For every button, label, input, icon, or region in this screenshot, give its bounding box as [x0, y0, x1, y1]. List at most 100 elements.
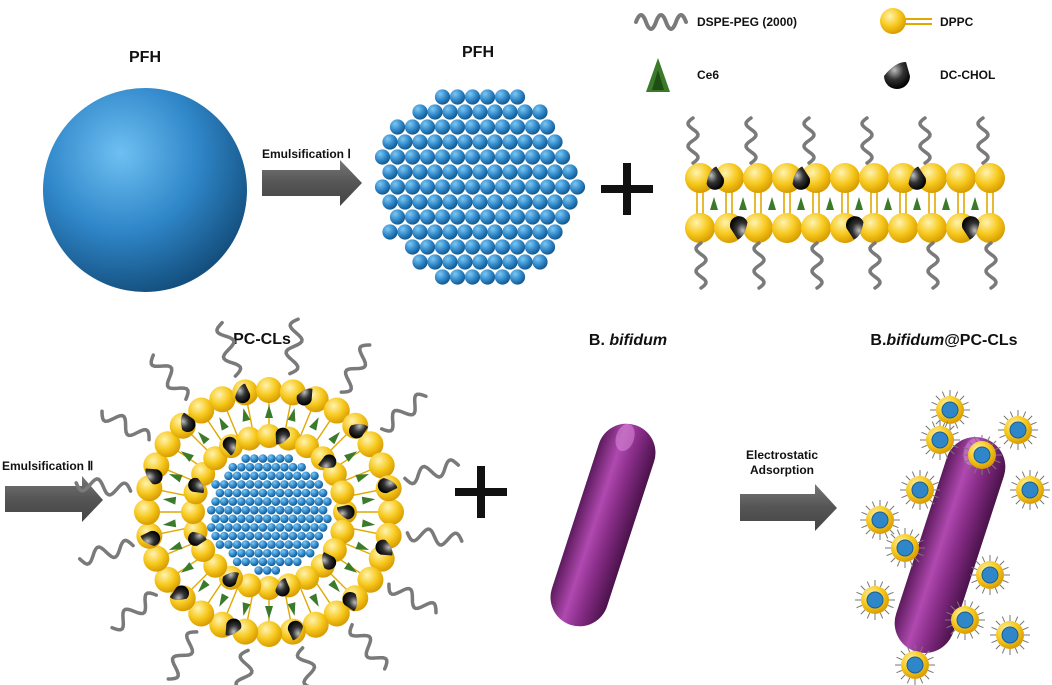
ce6-icon [646, 58, 670, 92]
lipid-head [975, 213, 1005, 243]
pfh-nanodroplet [297, 497, 306, 506]
pfh-nanodroplet [419, 119, 436, 135]
dc-chol-molecule [908, 166, 926, 190]
pfh-nanodroplet [228, 480, 238, 489]
dc-chol-molecule [342, 591, 358, 612]
pfh-nanodroplet [539, 179, 556, 195]
pfh-nanodroplet [297, 548, 306, 558]
peg-chain [810, 241, 824, 290]
lipid-head [743, 213, 773, 243]
peg-chain [284, 317, 304, 376]
dc-chol-molecule [222, 436, 237, 456]
pfh-nanodroplet [509, 239, 526, 255]
pfh-nanodroplet [284, 523, 294, 532]
lipid-head [772, 213, 802, 243]
pfh-nanodroplet [318, 505, 328, 515]
lipid-head [256, 621, 282, 647]
pfh-nanodroplet [479, 239, 496, 255]
pfh-nanodroplet [412, 164, 428, 180]
pfh-nanodroplet [207, 523, 216, 532]
pfh-nanodroplet [237, 462, 246, 472]
electrostatic-label: Electrostatic [746, 448, 818, 462]
pfh-nanodroplet [271, 566, 281, 575]
pfh-nanodroplet [258, 471, 268, 481]
lipid-head [368, 452, 395, 479]
pfh-nanodroplet [547, 164, 563, 180]
pfh-droplet [43, 88, 247, 292]
pfh-nanodroplet [532, 194, 548, 210]
pfh-nanodroplet [297, 514, 306, 524]
pfh-nanodroplet [554, 149, 571, 165]
pfh-nanodroplet [219, 531, 229, 541]
pfh-nanodroplet [517, 254, 533, 270]
pfh-nanodroplet [228, 462, 238, 472]
pfh-nanodroplet [284, 471, 294, 481]
dc-chol-molecule [377, 478, 398, 494]
ce6-molecule [265, 405, 273, 418]
pfh-nanodroplet [250, 471, 259, 481]
pfh-nanodroplet [517, 224, 533, 240]
pfh-nanodroplet [479, 149, 496, 165]
ce6-molecule [309, 593, 319, 607]
pfh-nanodroplet [280, 548, 289, 558]
ce6-molecule [219, 593, 229, 607]
pfh-nanodroplet [275, 488, 285, 498]
b-bifidum-prefix: B. [589, 332, 609, 349]
pfh-nanodroplet [250, 488, 259, 498]
pfh-nanodroplet [284, 557, 294, 567]
pfh-nanodroplet [228, 514, 238, 524]
peg-chain [918, 116, 932, 165]
ce6-molecule [361, 519, 376, 528]
lipid-head [237, 573, 262, 598]
mini-liposome [930, 390, 970, 430]
pfh-nanodroplet [532, 104, 548, 120]
pfh-nanodroplet [419, 209, 436, 225]
pfh-nanodroplet [271, 514, 281, 524]
pfh-nanodroplet-cluster [374, 89, 586, 285]
pfh-nanodroplet [224, 523, 233, 532]
pfh-nanodroplet [464, 179, 481, 195]
pfh-nanodroplet [427, 194, 443, 210]
pfh-nanodroplet [211, 497, 220, 506]
lipid-head [188, 600, 215, 627]
pfh-nanodroplet [275, 505, 285, 515]
pfh-nanodroplet [224, 471, 233, 481]
pfh-nanodroplet [487, 164, 503, 180]
pc-cls-liposome [74, 317, 464, 685]
pfh-nanodroplet [310, 523, 319, 532]
peg-chain [215, 320, 243, 378]
pfh-nanodroplet [449, 89, 466, 105]
ce6-molecule [162, 496, 177, 505]
pfh-nanodroplet [219, 497, 229, 506]
pfh-nanodroplet [267, 540, 276, 549]
pfh-nanodroplet [250, 523, 259, 532]
pfh-nanodroplet [434, 89, 451, 105]
ce6-molecule [855, 197, 863, 210]
pfh-nanodroplet [280, 497, 289, 506]
pfh-nanodroplet [509, 119, 526, 135]
pfh-nanodroplet [301, 523, 311, 532]
pfh-nanodroplet [228, 531, 238, 541]
ce6-molecule [884, 197, 892, 210]
pfh-nanodroplet [219, 514, 229, 524]
pfh-nanodroplet [215, 523, 225, 532]
pfh-nanodroplet [245, 548, 255, 558]
pfh-nanodroplet [547, 224, 563, 240]
pfh-nanodroplet [284, 505, 294, 515]
pfh-nanodroplet [293, 488, 302, 498]
dc-chol-molecule [275, 578, 290, 597]
pfh-nanodroplet [479, 179, 496, 195]
lipid-head [946, 163, 976, 193]
dc-chol-molecule [180, 412, 196, 433]
pfh-nanodroplet [297, 480, 306, 489]
pfh-nanodroplet [207, 505, 216, 515]
pfh-nanodroplet [397, 194, 413, 210]
pfh-nanodroplet [412, 254, 428, 270]
pfh-nanodroplet [412, 104, 428, 120]
pfh-nanodroplet [389, 149, 406, 165]
pfh-nanodroplet [232, 557, 242, 567]
pfh-nanodroplet [374, 179, 391, 195]
pfh-nanodroplet [434, 239, 451, 255]
ce6-molecule [168, 541, 183, 550]
lipid-head [323, 397, 350, 424]
